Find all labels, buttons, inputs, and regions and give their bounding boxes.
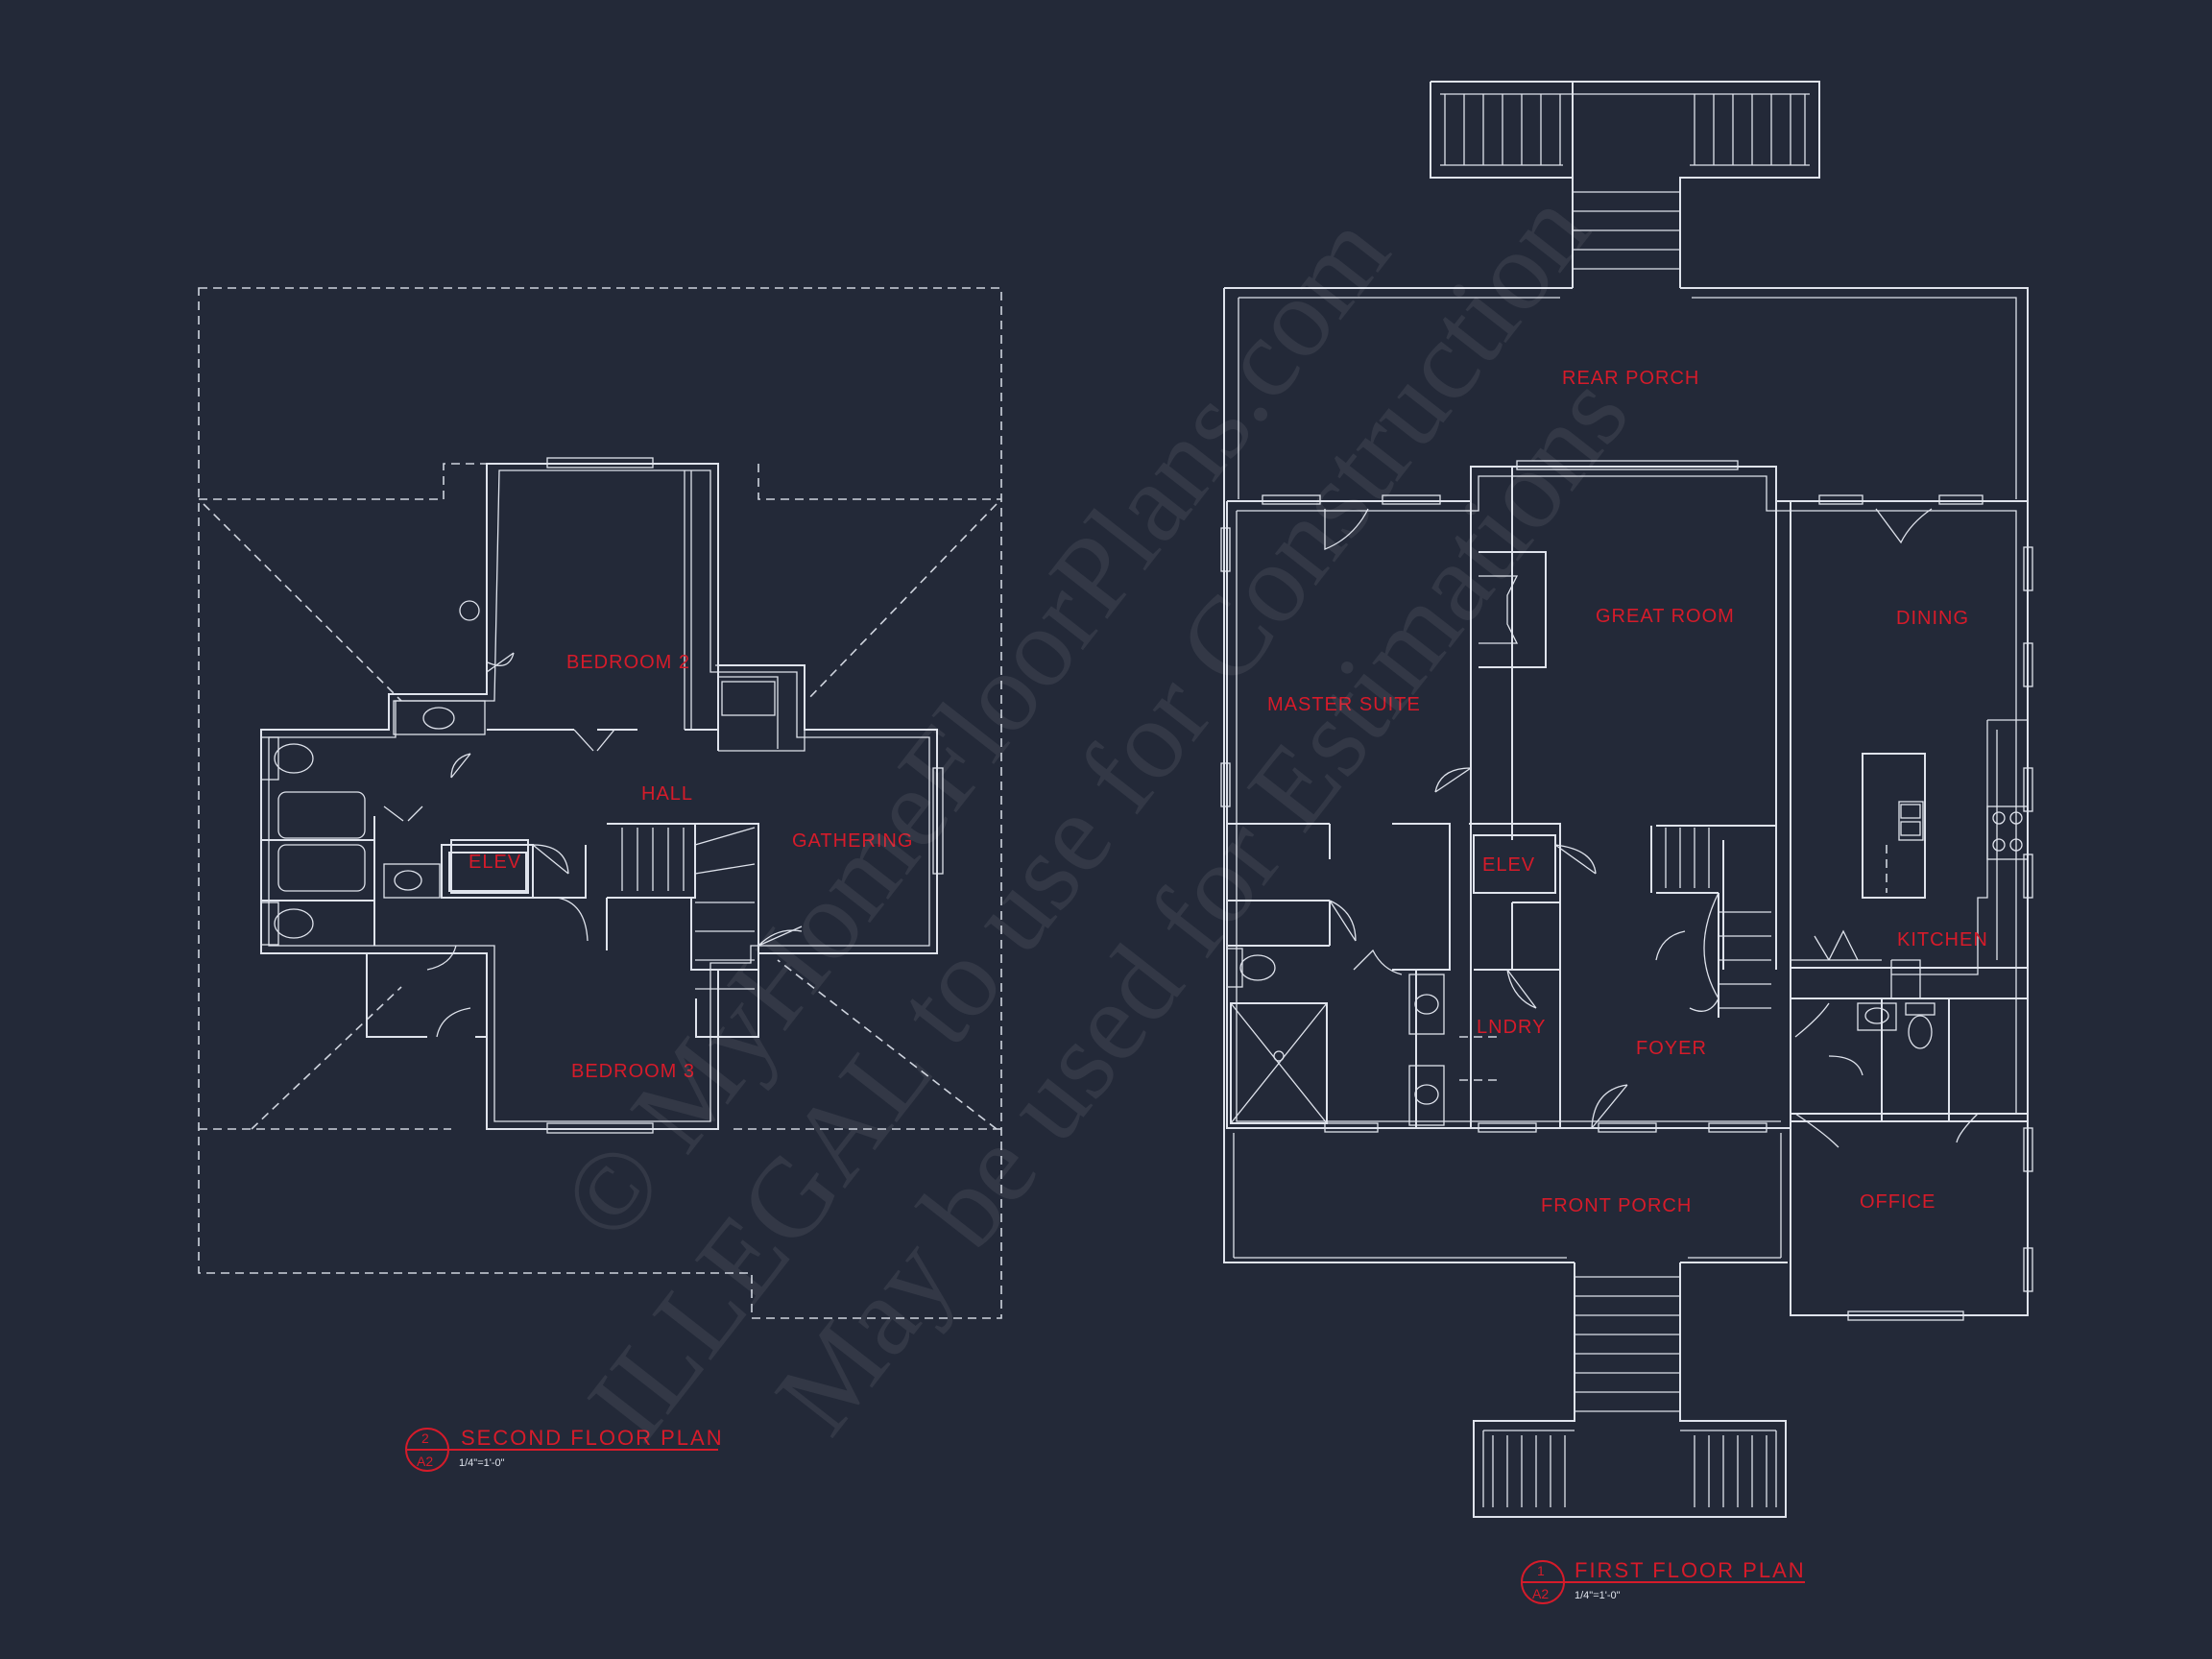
powder-room-fixtures xyxy=(1857,1002,1936,1049)
label-laundry: LNDRY xyxy=(1477,1017,1546,1038)
rear-porch-outline xyxy=(1223,287,2029,1272)
label-great-room: GREAT ROOM xyxy=(1596,606,1735,627)
second-floor-title: SECOND FLOOR PLAN xyxy=(461,1426,724,1450)
view-number-first: 1 xyxy=(1537,1563,1545,1578)
label-hall: HALL xyxy=(641,783,693,805)
sheet-number-first: A2 xyxy=(1532,1586,1549,1601)
second-floor-plan: BEDROOM 2 HALL ELEV GATHERING BEDROOM 3 … xyxy=(198,287,1002,1472)
front-porch xyxy=(1233,1133,1787,1518)
first-floor-interior-walls xyxy=(1227,467,2028,1128)
master-bath-fixtures xyxy=(1226,948,1498,1126)
label-gathering: GATHERING xyxy=(792,830,913,852)
label-elev: ELEV xyxy=(469,852,521,873)
second-floor-room-labels: BEDROOM 2 HALL ELEV GATHERING BEDROOM 3 xyxy=(469,652,913,1082)
label-front-porch: FRONT PORCH xyxy=(1541,1195,1692,1216)
rear-deck xyxy=(1430,81,1820,288)
first-floor-title-block: 1 A2 FIRST FLOOR PLAN 1/4"=1'-0" xyxy=(1521,1558,1806,1604)
label-elev-first: ELEV xyxy=(1482,854,1535,876)
second-floor-doors xyxy=(383,652,803,1038)
sheet-number: A2 xyxy=(417,1454,433,1469)
label-rear-porch: REAR PORCH xyxy=(1562,368,1699,389)
first-floor-exterior-walls xyxy=(1226,466,2029,1316)
bedroom2-closet xyxy=(684,470,805,752)
first-floor-title: FIRST FLOOR PLAN xyxy=(1575,1558,1806,1582)
first-floor-exterior-walls-inner xyxy=(1236,475,2017,1122)
view-number: 2 xyxy=(421,1431,429,1446)
label-office: OFFICE xyxy=(1860,1191,1936,1213)
roof-outline xyxy=(198,287,1002,1319)
first-floor-windows xyxy=(1220,460,2033,1321)
closet-shelf xyxy=(721,681,776,716)
elevator-shaft xyxy=(450,839,529,894)
second-floor-bath-fixtures xyxy=(260,600,486,946)
second-floor-exterior-walls xyxy=(260,463,938,1130)
first-floor-elevator-shaft xyxy=(1473,834,1556,894)
roof-eave-lines xyxy=(199,463,1001,1130)
second-floor-windows xyxy=(546,457,944,1134)
second-floor-scale: 1/4"=1'-0" xyxy=(459,1457,505,1469)
first-floor-room-labels: REAR PORCH MASTER SUITE GREAT ROOM DININ… xyxy=(1267,368,1988,1216)
first-floor-doors xyxy=(1324,508,1979,1148)
label-foyer: FOYER xyxy=(1636,1038,1707,1059)
first-floor-plan: REAR PORCH MASTER SUITE GREAT ROOM DININ… xyxy=(1220,81,2033,1604)
first-floor-stairs xyxy=(1650,826,1771,1018)
first-floor-scale: 1/4"=1'-0" xyxy=(1575,1590,1621,1601)
label-bedroom-2: BEDROOM 2 xyxy=(566,652,690,673)
rear-porch-inner xyxy=(1238,297,2017,499)
kitchen-island xyxy=(1791,719,2029,998)
second-floor-title-block: 2 A2 SECOND FLOOR PLAN 1/4"=1'-0" xyxy=(405,1426,724,1472)
label-bedroom-3: BEDROOM 3 xyxy=(571,1061,695,1082)
roof-hip-lines xyxy=(203,503,998,1130)
second-floor-exterior-walls-inner xyxy=(268,469,930,1122)
fireplace xyxy=(1479,551,1547,668)
second-floor-stairs xyxy=(607,823,759,1037)
label-master-suite: MASTER SUITE xyxy=(1267,694,1421,715)
label-kitchen: KITCHEN xyxy=(1897,929,1988,950)
label-dining: DINING xyxy=(1896,608,1969,629)
watermark-line-2: ILLEGAL to use for Construction xyxy=(564,169,1613,1463)
watermark: © MyHomeFloorPlans.com ILLEGAL to use fo… xyxy=(537,169,1652,1463)
